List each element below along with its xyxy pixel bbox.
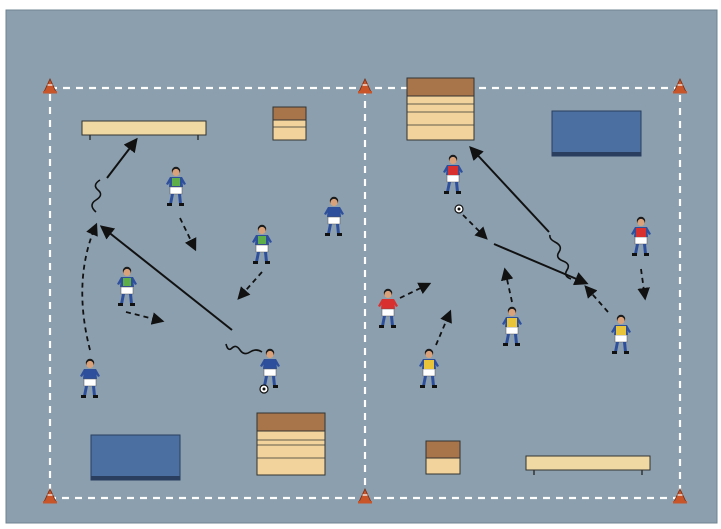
run-arrow	[435, 309, 452, 346]
player-icon	[610, 314, 632, 355]
vaulting-box-icon	[406, 77, 475, 141]
run-arrow	[179, 217, 197, 252]
pass-arrows	[99, 137, 589, 331]
small-box-icon	[425, 440, 461, 475]
run-arrow	[462, 214, 488, 240]
run-arrow	[125, 311, 165, 325]
cone-icon	[43, 488, 57, 504]
cone-icon	[673, 78, 687, 94]
players	[79, 154, 652, 399]
pass-arrow	[493, 243, 589, 286]
ball-icon	[454, 204, 464, 214]
bench-icon	[81, 120, 207, 140]
player-icon	[501, 306, 523, 347]
cone-icon	[43, 78, 57, 94]
dribble-line	[549, 234, 572, 280]
mat-icon	[90, 434, 181, 481]
run-arrow	[584, 285, 609, 313]
dribble-line	[225, 343, 263, 355]
small-box-icon	[272, 106, 307, 141]
player-icon	[418, 348, 440, 389]
run-arrow	[81, 222, 98, 351]
run-arrows	[81, 214, 650, 351]
pass-arrow	[99, 225, 233, 331]
dribble-line	[91, 179, 102, 213]
ball-icon	[259, 384, 269, 394]
cone-icon	[358, 78, 372, 94]
pass-arrow	[469, 145, 550, 233]
cones	[43, 78, 687, 504]
player-icon	[630, 216, 652, 257]
vaulting-box-icon	[256, 412, 326, 476]
bench-icon	[525, 455, 651, 475]
player-icon	[251, 224, 273, 265]
player-icon	[442, 154, 464, 195]
cone-icon	[673, 488, 687, 504]
player-icon	[165, 166, 187, 207]
dribble-lines	[91, 179, 572, 355]
run-arrow	[237, 271, 263, 300]
run-arrow	[637, 268, 650, 301]
mat-icon	[551, 110, 642, 157]
balls	[259, 204, 464, 394]
pass-arrow	[106, 137, 138, 179]
cone-icon	[358, 488, 372, 504]
player-icon	[116, 266, 138, 307]
run-arrow	[500, 267, 514, 303]
